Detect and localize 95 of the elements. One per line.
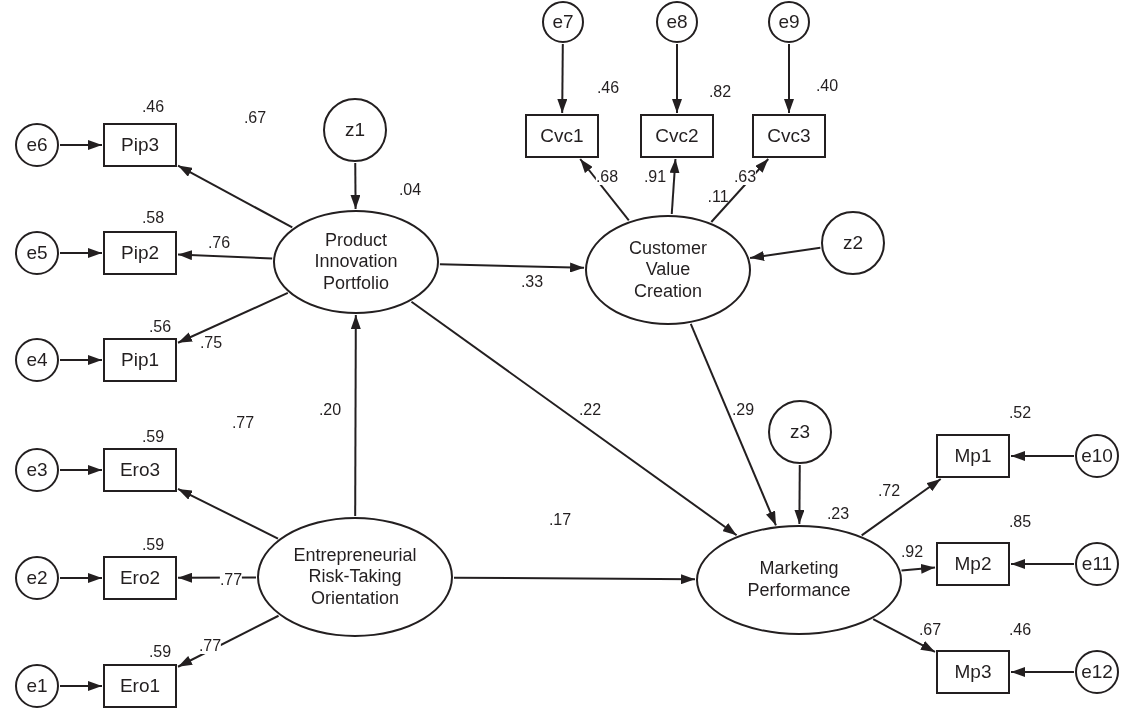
edge-label: .72 bbox=[877, 483, 901, 499]
arrow bbox=[59, 465, 103, 475]
indicator-box: Cvc3 bbox=[752, 114, 826, 158]
arrow bbox=[669, 158, 680, 216]
variance-value: .56 bbox=[148, 319, 172, 335]
indicator-box: Mp2 bbox=[936, 542, 1010, 586]
variance-value: .85 bbox=[1008, 514, 1032, 530]
arrow bbox=[557, 43, 568, 114]
variance-value: .59 bbox=[141, 429, 165, 445]
arrow bbox=[59, 681, 103, 691]
arrow bbox=[1010, 667, 1075, 677]
edge-label: .29 bbox=[731, 402, 755, 418]
edge-label: .20 bbox=[318, 402, 342, 418]
error-circle: e4 bbox=[15, 338, 59, 382]
variance-value: .59 bbox=[148, 644, 172, 660]
indicator-box: Ero1 bbox=[103, 664, 177, 708]
edge-label: .33 bbox=[520, 274, 544, 290]
variance-value: .46 bbox=[1008, 622, 1032, 638]
variance-value: .11 bbox=[707, 189, 729, 205]
error-circle: z2 bbox=[821, 211, 885, 275]
error-circle: e11 bbox=[1075, 542, 1119, 586]
arrow bbox=[784, 43, 794, 114]
error-circle: e7 bbox=[542, 1, 584, 43]
error-circle: e2 bbox=[15, 556, 59, 600]
arrow bbox=[900, 563, 936, 574]
arrow bbox=[872, 618, 936, 653]
arrow bbox=[689, 322, 777, 527]
arrow bbox=[177, 164, 294, 229]
error-circle: z3 bbox=[768, 400, 832, 464]
arrow bbox=[59, 355, 103, 365]
error-circle: e10 bbox=[1075, 434, 1119, 478]
error-circle: e6 bbox=[15, 123, 59, 167]
variance-value: .04 bbox=[398, 182, 422, 198]
indicator-box: Pip1 bbox=[103, 338, 177, 382]
edge-label: .22 bbox=[578, 402, 602, 418]
edge-label: .91 bbox=[643, 169, 667, 185]
arrow bbox=[749, 246, 822, 261]
error-circle: e3 bbox=[15, 448, 59, 492]
arrow bbox=[1010, 559, 1075, 569]
error-circle: e5 bbox=[15, 231, 59, 275]
arrow bbox=[177, 572, 257, 583]
indicator-box: Pip3 bbox=[103, 123, 177, 167]
edge-label: .77 bbox=[219, 572, 243, 588]
variance-value: .40 bbox=[815, 78, 839, 94]
edge-label: .77 bbox=[198, 638, 222, 654]
indicator-box: Cvc2 bbox=[640, 114, 714, 158]
arrow bbox=[177, 487, 279, 540]
edge-label: .68 bbox=[595, 169, 619, 185]
variance-value: .46 bbox=[141, 99, 165, 115]
error-circle: e8 bbox=[656, 1, 698, 43]
variance-value: .82 bbox=[708, 84, 732, 100]
arrow bbox=[1010, 451, 1075, 461]
arrow bbox=[860, 478, 942, 537]
indicator-box: Pip2 bbox=[103, 231, 177, 275]
indicator-box: Mp1 bbox=[936, 434, 1010, 478]
indicator-box: Mp3 bbox=[936, 650, 1010, 694]
variance-value: .58 bbox=[141, 210, 165, 226]
arrow bbox=[177, 291, 289, 344]
variance-value: .52 bbox=[1008, 405, 1032, 421]
indicator-box: Ero2 bbox=[103, 556, 177, 600]
edge-label: .63 bbox=[733, 169, 757, 185]
edge-label: .76 bbox=[207, 235, 231, 251]
arrow bbox=[59, 248, 103, 258]
arrow bbox=[177, 250, 274, 261]
arrow bbox=[59, 573, 103, 583]
latent-ellipse: Entrepreneurial Risk-Taking Orientation bbox=[257, 517, 453, 637]
latent-ellipse: Product Innovation Portfolio bbox=[273, 210, 439, 314]
variance-value: .23 bbox=[826, 506, 850, 522]
latent-ellipse: Customer Value Creation bbox=[585, 215, 751, 325]
error-circle: e1 bbox=[15, 664, 59, 708]
arrow bbox=[410, 300, 738, 537]
arrow bbox=[177, 614, 280, 668]
arrow bbox=[579, 158, 630, 222]
arrow bbox=[453, 574, 696, 585]
arrow bbox=[710, 158, 770, 223]
arrow bbox=[794, 464, 805, 525]
arrow bbox=[350, 162, 361, 210]
edge-label: .67 bbox=[243, 110, 267, 126]
edge-label: .75 bbox=[199, 335, 223, 351]
indicator-box: Ero3 bbox=[103, 448, 177, 492]
edge-label: .92 bbox=[900, 544, 924, 560]
indicator-box: Cvc1 bbox=[525, 114, 599, 158]
variance-value: .46 bbox=[596, 80, 620, 96]
edge-label: .77 bbox=[231, 415, 255, 431]
arrow bbox=[59, 140, 103, 150]
latent-ellipse: Marketing Performance bbox=[696, 525, 902, 635]
error-circle: e12 bbox=[1075, 650, 1119, 694]
arrow bbox=[672, 43, 682, 114]
arrow bbox=[350, 314, 361, 517]
error-circle: z1 bbox=[323, 98, 387, 162]
arrow bbox=[438, 262, 586, 273]
error-circle: e9 bbox=[768, 1, 810, 43]
variance-value: .59 bbox=[141, 537, 165, 553]
edge-label: .67 bbox=[918, 622, 942, 638]
edge-label: .17 bbox=[548, 512, 572, 528]
